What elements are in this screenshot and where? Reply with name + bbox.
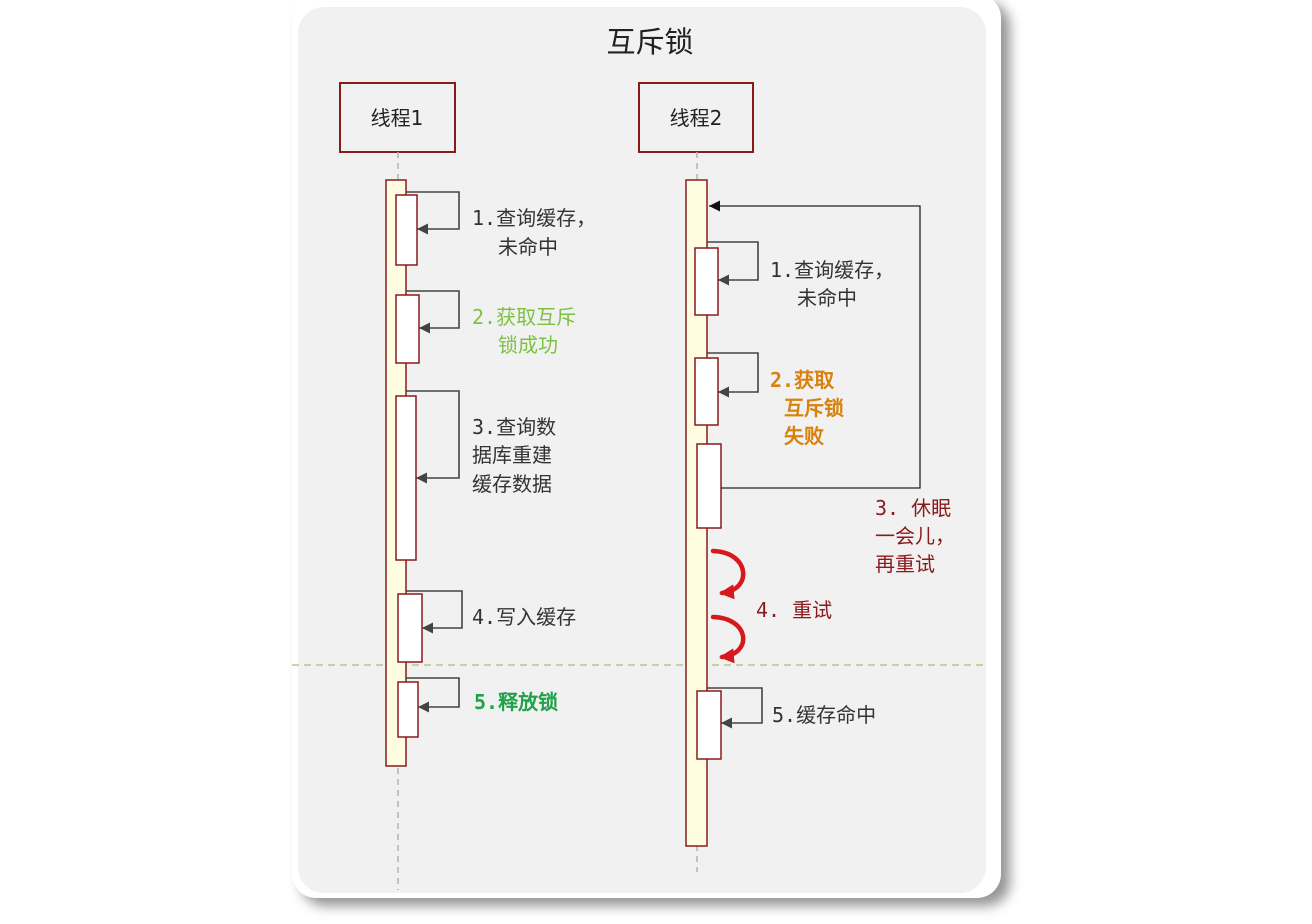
thread-1-step-1-label: 1.查询缓存， 未命中 — [472, 206, 608, 259]
thread-2-step-5-arrow — [707, 687, 763, 729]
thread-2-step-1-line-1: 1.查询缓存， — [770, 258, 894, 282]
thread-1-step-2-arrow — [406, 290, 460, 334]
thread-2-step-3-line-3: 再重试 — [875, 552, 935, 576]
thread-1-step-1-line-2: 未命中 — [498, 235, 558, 259]
thread-2-step-5-label: 5.缓存命中 — [772, 703, 876, 727]
thread-2-step-2-line-3: 失败 — [784, 424, 824, 448]
thread-2-step-1-arrow — [707, 241, 759, 286]
thread-2-step-1-line-2: 未命中 — [797, 286, 857, 310]
thread-2-step-5-activation — [696, 690, 722, 760]
thread-2-step-1-label: 1.查询缓存， 未命中 — [770, 258, 906, 310]
thread-1-step-4-activation — [397, 593, 423, 663]
thread-1-step-4-line-1: 4.写入缓存 — [472, 605, 576, 629]
thread-1-step-2-line-1: 2.获取互斥 — [472, 305, 576, 329]
thread-2-step-4-label: 4. 重试 — [756, 598, 832, 622]
thread-1-step-1-arrow — [406, 191, 460, 235]
thread-1-step-3-arrow — [406, 390, 460, 484]
thread-2-step-4-line-1: 4. 重试 — [756, 598, 832, 622]
thread-1-activations — [385, 179, 423, 767]
thread-1-step-5-arrow — [406, 677, 460, 713]
thread-2-step-2-label: 2.获取 互斥锁 失败 — [770, 368, 856, 448]
thread-1-step-3-line-2: 据库重建 — [472, 443, 552, 467]
thread-1-step-4-arrow — [406, 590, 463, 634]
thread-2-step-5-line-1: 5.缓存命中 — [772, 703, 876, 727]
thread-1-step-5-line-1: 5.释放锁 — [474, 690, 558, 714]
diagram-title: 互斥锁 — [606, 25, 693, 59]
thread-1-step-1-activation — [395, 194, 418, 266]
thread-2-step-3-line-1: 3. 休眠 — [875, 496, 951, 520]
thread-2-step-3-label: 3. 休眠 一会儿， 再重试 — [875, 496, 967, 576]
thread-1-header: 线程1 — [339, 82, 456, 153]
thread-2-sleep-retry-loop-arrow — [709, 200, 921, 489]
thread-1-step-3-label: 3.查询数 据库重建 缓存数据 — [472, 415, 568, 496]
thread-1-step-5-label: 5.释放锁 — [474, 690, 558, 714]
thread-1-step-2-label: 2.获取互斥 锁成功 — [472, 305, 588, 357]
thread-2-box — [638, 82, 754, 153]
thread-2-step-3-line-2: 一会儿， — [875, 524, 955, 548]
thread-1-step-3-line-3: 缓存数据 — [472, 472, 552, 496]
retry-arrow-icon — [710, 548, 746, 600]
thread-1-step-4-label: 4.写入缓存 — [472, 605, 576, 629]
thread-1-step-2-line-2: 锁成功 — [498, 333, 558, 357]
thread-2-step-2-activation — [694, 357, 719, 426]
thread-2-activations — [685, 179, 722, 847]
thread-2-label: 线程2 — [670, 106, 723, 130]
thread-2-step-1-activation — [694, 247, 719, 316]
thread-1-step-5-activation — [397, 681, 419, 738]
thread-2-step-2-line-1: 2.获取 — [770, 368, 834, 392]
thread-2-header: 线程2 — [638, 82, 754, 153]
thread-1-messages — [406, 191, 463, 713]
thread-1-label: 线程1 — [371, 106, 424, 130]
retry-arrow-icon — [710, 614, 746, 664]
thread-1-step-1-line-1: 1.查询缓存， — [472, 206, 596, 230]
thread-2-step-2-arrow — [707, 352, 759, 398]
thread-1-step-2-activation — [395, 294, 420, 364]
thread-1-step-3-line-1: 3.查询数 — [472, 415, 556, 439]
thread-1-step-3-activation — [395, 395, 417, 561]
thread-2-step-2-line-2: 互斥锁 — [784, 396, 844, 420]
thread-2-messages — [707, 200, 921, 729]
thread-2-step-3-activation — [696, 443, 722, 529]
